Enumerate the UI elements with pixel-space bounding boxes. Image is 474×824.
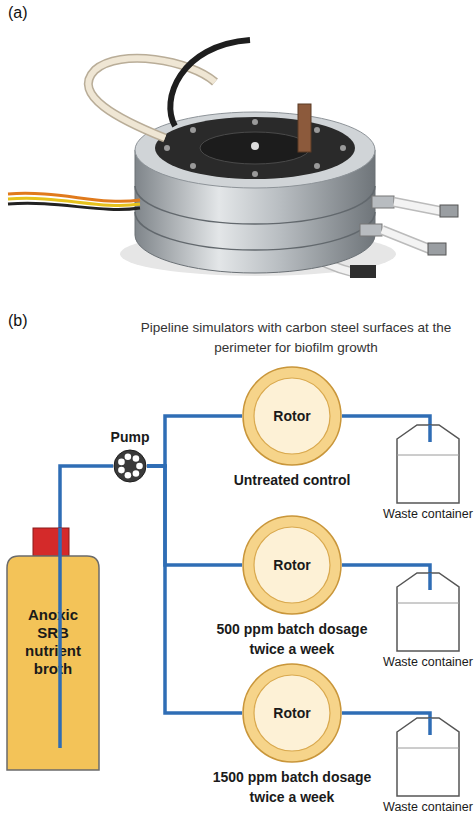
pump-roller [125, 453, 132, 460]
inlet-tube [428, 718, 432, 735]
dip-tube [58, 528, 62, 748]
node-shape [393, 718, 463, 796]
node-label: Anoxic SRB nutrient broth [14, 606, 92, 678]
steel-perimeter [243, 664, 341, 762]
node-label: Rotor [242, 557, 342, 573]
condition-label: 500 ppm batch dosage twice a week [202, 619, 382, 659]
inlet-tube [428, 425, 432, 442]
broth-bottle: Anoxic SRB nutrient broth [5, 528, 101, 772]
lid-bolt [190, 127, 196, 133]
node-label: Rotor [242, 408, 342, 424]
lid-bolt [164, 145, 170, 151]
waste-container: Waste container [393, 425, 463, 503]
steel-perimeter [243, 367, 341, 465]
lid-disk [155, 117, 355, 179]
tube-fitting [350, 265, 376, 278]
tube [382, 230, 432, 250]
steel-perimeter [243, 516, 341, 614]
pump-roller [118, 467, 125, 474]
panel-letter: (b) [8, 312, 28, 330]
waste-container: Waste container [393, 718, 463, 796]
node-label: Waste container [383, 655, 473, 669]
tube-connector [342, 565, 430, 573]
container-outline [397, 718, 459, 796]
pump-roller [133, 455, 140, 462]
tube-outline [382, 230, 432, 250]
liquid-level [397, 748, 459, 749]
node-shape [113, 449, 147, 483]
liquid-level [397, 603, 459, 604]
lid-bolt [314, 127, 320, 133]
tube-connector [147, 416, 242, 466]
node-label: Pump [111, 429, 150, 445]
lid-bolt [252, 171, 258, 177]
rotor-node: Rotor500 ppm batch dosage twice a week [242, 515, 342, 615]
node-label: Rotor [242, 705, 342, 721]
pump-node: Pump [113, 449, 147, 483]
lid-screw [251, 142, 259, 150]
pump-roller [118, 459, 125, 466]
lid-bolt [252, 119, 258, 125]
body-seam [135, 212, 375, 250]
tube [394, 202, 445, 212]
copper-coupon [298, 104, 311, 152]
tube-connector [147, 466, 242, 713]
tube-outline [394, 202, 445, 212]
condition-label: 1500 ppm batch dosage twice a week [202, 767, 382, 807]
tube-clamp [440, 205, 458, 217]
liquid-level [397, 455, 459, 456]
pump-roller [125, 472, 132, 479]
rotor-node: Rotor1500 ppm batch dosage twice a week [242, 663, 342, 763]
node-shape [393, 573, 463, 651]
body-seam [135, 186, 375, 224]
bottle-body [7, 556, 99, 770]
tube-connector [342, 416, 430, 425]
bottle-cap [33, 528, 69, 556]
rotor-node: RotorUntreated control [242, 366, 342, 466]
lid-bolt [340, 145, 346, 151]
lid-center [200, 132, 310, 164]
waste-container: Waste container [393, 573, 463, 651]
tube [88, 58, 215, 138]
side-fitting [372, 196, 394, 208]
black-cable [170, 40, 250, 126]
pump-roller [136, 463, 143, 470]
lid-bolt [190, 163, 196, 169]
side-fitting [360, 224, 382, 236]
node-shape [393, 425, 463, 503]
tube-connector [147, 466, 242, 565]
sensor-wire [8, 203, 140, 209]
panel-title: Pipeline simulators with carbon steel su… [118, 318, 474, 358]
pump-roller [133, 470, 140, 477]
device-photo [8, 40, 458, 278]
panel-letter: (a) [8, 4, 28, 22]
connector-group [60, 416, 430, 718]
container-outline [397, 425, 459, 503]
node-label: Waste container [383, 800, 473, 814]
pump-head [114, 450, 146, 482]
container-outline [397, 573, 459, 651]
condition-label: Untreated control [202, 470, 382, 490]
tube-clamp [428, 243, 446, 255]
node-label: Waste container [383, 507, 473, 521]
lid-bolt [314, 163, 320, 169]
tube-connector [60, 466, 113, 528]
tube-outline [88, 58, 215, 138]
inlet-tube [428, 573, 432, 590]
